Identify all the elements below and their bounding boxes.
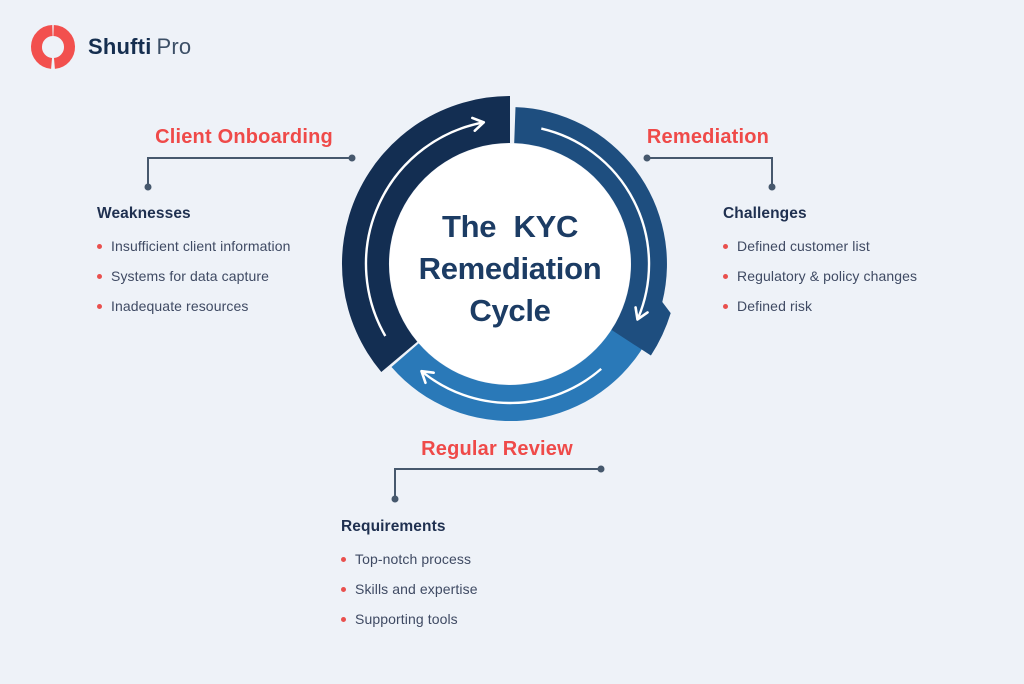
connector-dot bbox=[597, 465, 605, 473]
center-title-line1: The KYC bbox=[441, 209, 579, 244]
center-title-line2: Remediation bbox=[418, 251, 602, 286]
center-title-line3: Cycle bbox=[469, 293, 551, 328]
list-item: Inadequate resources bbox=[97, 298, 291, 314]
block-heading: Weaknesses bbox=[97, 205, 191, 222]
connector-regular-review bbox=[391, 465, 605, 503]
connector-line bbox=[394, 468, 601, 497]
block-heading: Requirements bbox=[341, 518, 446, 535]
diagram-center-title: The KYC Remediation Cycle bbox=[382, 206, 638, 332]
list-item: Top-notch process bbox=[341, 551, 478, 567]
section-title-regular-review: Regular Review bbox=[421, 438, 573, 460]
shufti-pro-wordmark: Shufti Pro bbox=[88, 34, 191, 60]
connector-line bbox=[647, 157, 773, 186]
arc-segment-regular-review bbox=[391, 326, 645, 422]
section-title-remediation: Remediation bbox=[646, 126, 770, 148]
bullet-list: Defined customer list Regulatory & polic… bbox=[723, 238, 917, 314]
connector-line bbox=[147, 157, 352, 186]
block-heading: Challenges bbox=[723, 205, 807, 222]
shufti-pro-logo: Shufti Pro bbox=[30, 24, 191, 70]
list-item: Defined customer list bbox=[723, 238, 917, 254]
info-block-challenges: Challenges Defined customer list Regulat… bbox=[723, 205, 917, 328]
section-title-client-onboarding: Client Onboarding bbox=[155, 126, 333, 148]
brand-name-light: Pro bbox=[156, 34, 192, 59]
connector-client-onboarding bbox=[144, 154, 356, 191]
list-item: Regulatory & policy changes bbox=[723, 268, 917, 284]
brand-name-bold: Shufti bbox=[88, 34, 152, 59]
list-item: Supporting tools bbox=[341, 611, 478, 627]
info-block-weaknesses: Weaknesses Insufficient client informati… bbox=[97, 205, 291, 328]
connector-remediation bbox=[643, 154, 776, 191]
list-item: Skills and expertise bbox=[341, 581, 478, 597]
list-item: Systems for data capture bbox=[97, 268, 291, 284]
clockwise-arrow-icon bbox=[420, 367, 602, 405]
list-item: Insufficient client information bbox=[97, 238, 291, 254]
list-item: Defined risk bbox=[723, 298, 917, 314]
bullet-list: Insufficient client information Systems … bbox=[97, 238, 291, 314]
bullet-list: Top-notch process Skills and expertise S… bbox=[341, 551, 478, 627]
connector-dot bbox=[144, 183, 152, 191]
shufti-pro-logo-icon bbox=[31, 25, 75, 69]
connector-dot bbox=[348, 154, 356, 162]
connector-dot bbox=[643, 154, 651, 162]
connector-dot bbox=[768, 183, 776, 191]
connector-dot bbox=[391, 495, 399, 503]
info-block-requirements: Requirements Top-notch process Skills an… bbox=[341, 518, 478, 641]
